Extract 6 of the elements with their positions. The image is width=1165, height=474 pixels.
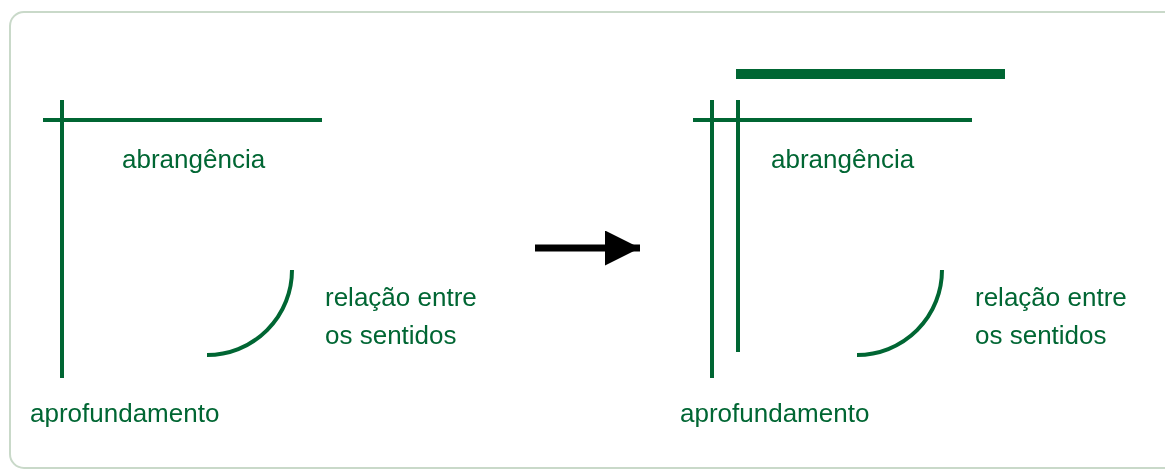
axis-label: aprofundamento [30,397,220,430]
axis-label: abrangência [771,143,915,176]
curve-label: relação entre os sentidos [325,281,478,352]
axis-label: abrangência [122,143,266,176]
axis-label: aprofundamento [680,397,870,430]
curve-label: relação entre os sentidos [975,281,1128,352]
